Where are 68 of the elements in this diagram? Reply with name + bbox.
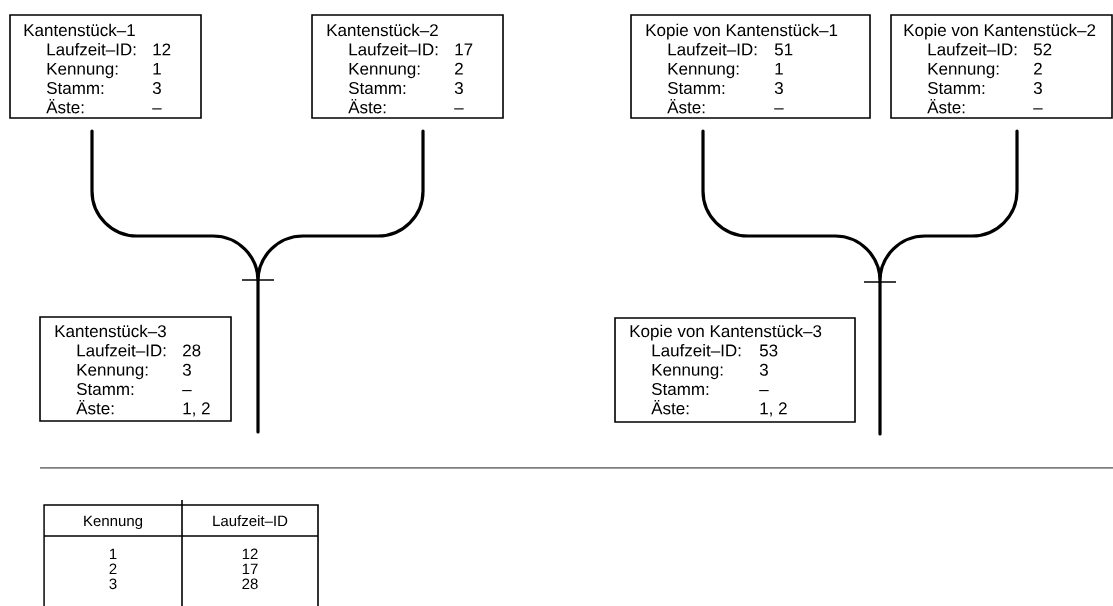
field-label: Laufzeit–ID: bbox=[668, 43, 757, 56]
field-label: Laufzeit–ID: bbox=[349, 43, 438, 56]
field-label: Stamm: bbox=[76, 383, 134, 396]
field-label: Stamm: bbox=[349, 82, 406, 95]
field-value: – bbox=[454, 108, 464, 110]
field-label: Stamm: bbox=[928, 82, 985, 95]
field-label: Äste: bbox=[667, 99, 705, 114]
field-label: Stamm: bbox=[652, 383, 709, 396]
field-value: 3 bbox=[454, 82, 463, 95]
field-value: 28 bbox=[183, 344, 201, 357]
table-cell: 12 bbox=[242, 548, 258, 559]
field-label: Äste: bbox=[651, 400, 689, 415]
table-header: Kennung bbox=[84, 515, 143, 530]
field-label: Kennung: bbox=[47, 62, 118, 79]
field-value: 1 bbox=[775, 62, 783, 75]
field-label: Kennung: bbox=[928, 62, 999, 79]
info-box bbox=[890, 14, 1113, 119]
field-value: 3 bbox=[1033, 82, 1042, 95]
field-value: – bbox=[182, 390, 192, 392]
field-value: 53 bbox=[759, 344, 778, 357]
table-cell: 28 bbox=[242, 578, 258, 590]
field-value: 52 bbox=[1033, 43, 1052, 56]
field-value: 1, 2 bbox=[183, 402, 210, 417]
field-value: 3 bbox=[759, 363, 768, 376]
box-title: Kopie von Kantenstück–1 bbox=[646, 23, 838, 40]
field-value: 1 bbox=[153, 62, 161, 75]
field-value: 2 bbox=[455, 62, 463, 75]
field-label: Kennung: bbox=[77, 363, 148, 380]
field-label: Äste: bbox=[76, 400, 114, 415]
table-cell: 1 bbox=[110, 548, 117, 559]
field-value: – bbox=[759, 390, 769, 392]
box-title: Kopie von Kantenstück–2 bbox=[904, 23, 1096, 40]
field-label: Laufzeit–ID: bbox=[77, 344, 166, 357]
field-label: Äste: bbox=[348, 99, 386, 114]
field-label: Laufzeit–ID: bbox=[928, 43, 1017, 56]
field-value: 17 bbox=[455, 43, 473, 56]
field-value: – bbox=[152, 108, 162, 110]
field-value: 2 bbox=[1034, 62, 1042, 75]
info-box bbox=[311, 14, 504, 119]
field-value: 3 bbox=[182, 363, 191, 376]
table-cell: 2 bbox=[109, 563, 117, 574]
box-title: Kantenstück–2 bbox=[327, 23, 438, 37]
field-label: Kennung: bbox=[668, 62, 739, 79]
table-header: Laufzeit–ID bbox=[213, 515, 288, 527]
field-label: Stamm: bbox=[668, 82, 725, 95]
info-box bbox=[39, 316, 232, 422]
field-label: Laufzeit–ID: bbox=[47, 43, 136, 56]
field-value: – bbox=[1033, 108, 1043, 110]
box-title: Kantenstück–3 bbox=[55, 324, 166, 338]
field-label: Stamm: bbox=[46, 82, 104, 95]
field-value: 3 bbox=[774, 82, 783, 95]
field-value: 51 bbox=[774, 43, 793, 56]
info-box bbox=[9, 14, 202, 119]
field-value: – bbox=[774, 108, 784, 110]
field-value: 3 bbox=[152, 82, 161, 95]
field-label: Kennung: bbox=[652, 363, 723, 380]
table-cell: 17 bbox=[242, 563, 258, 574]
field-label: Äste: bbox=[46, 99, 84, 114]
field-label: Laufzeit–ID: bbox=[652, 344, 741, 357]
info-box bbox=[630, 14, 871, 119]
field-label: Äste: bbox=[927, 99, 965, 114]
field-label: Kennung: bbox=[349, 62, 420, 79]
field-value: 12 bbox=[153, 43, 171, 56]
box-title: Kopie von Kantenstück–3 bbox=[630, 324, 822, 341]
field-value: 1, 2 bbox=[760, 402, 787, 417]
info-box bbox=[614, 317, 856, 423]
table-cell: 3 bbox=[109, 578, 117, 590]
box-title: Kantenstück–1 bbox=[24, 23, 135, 37]
